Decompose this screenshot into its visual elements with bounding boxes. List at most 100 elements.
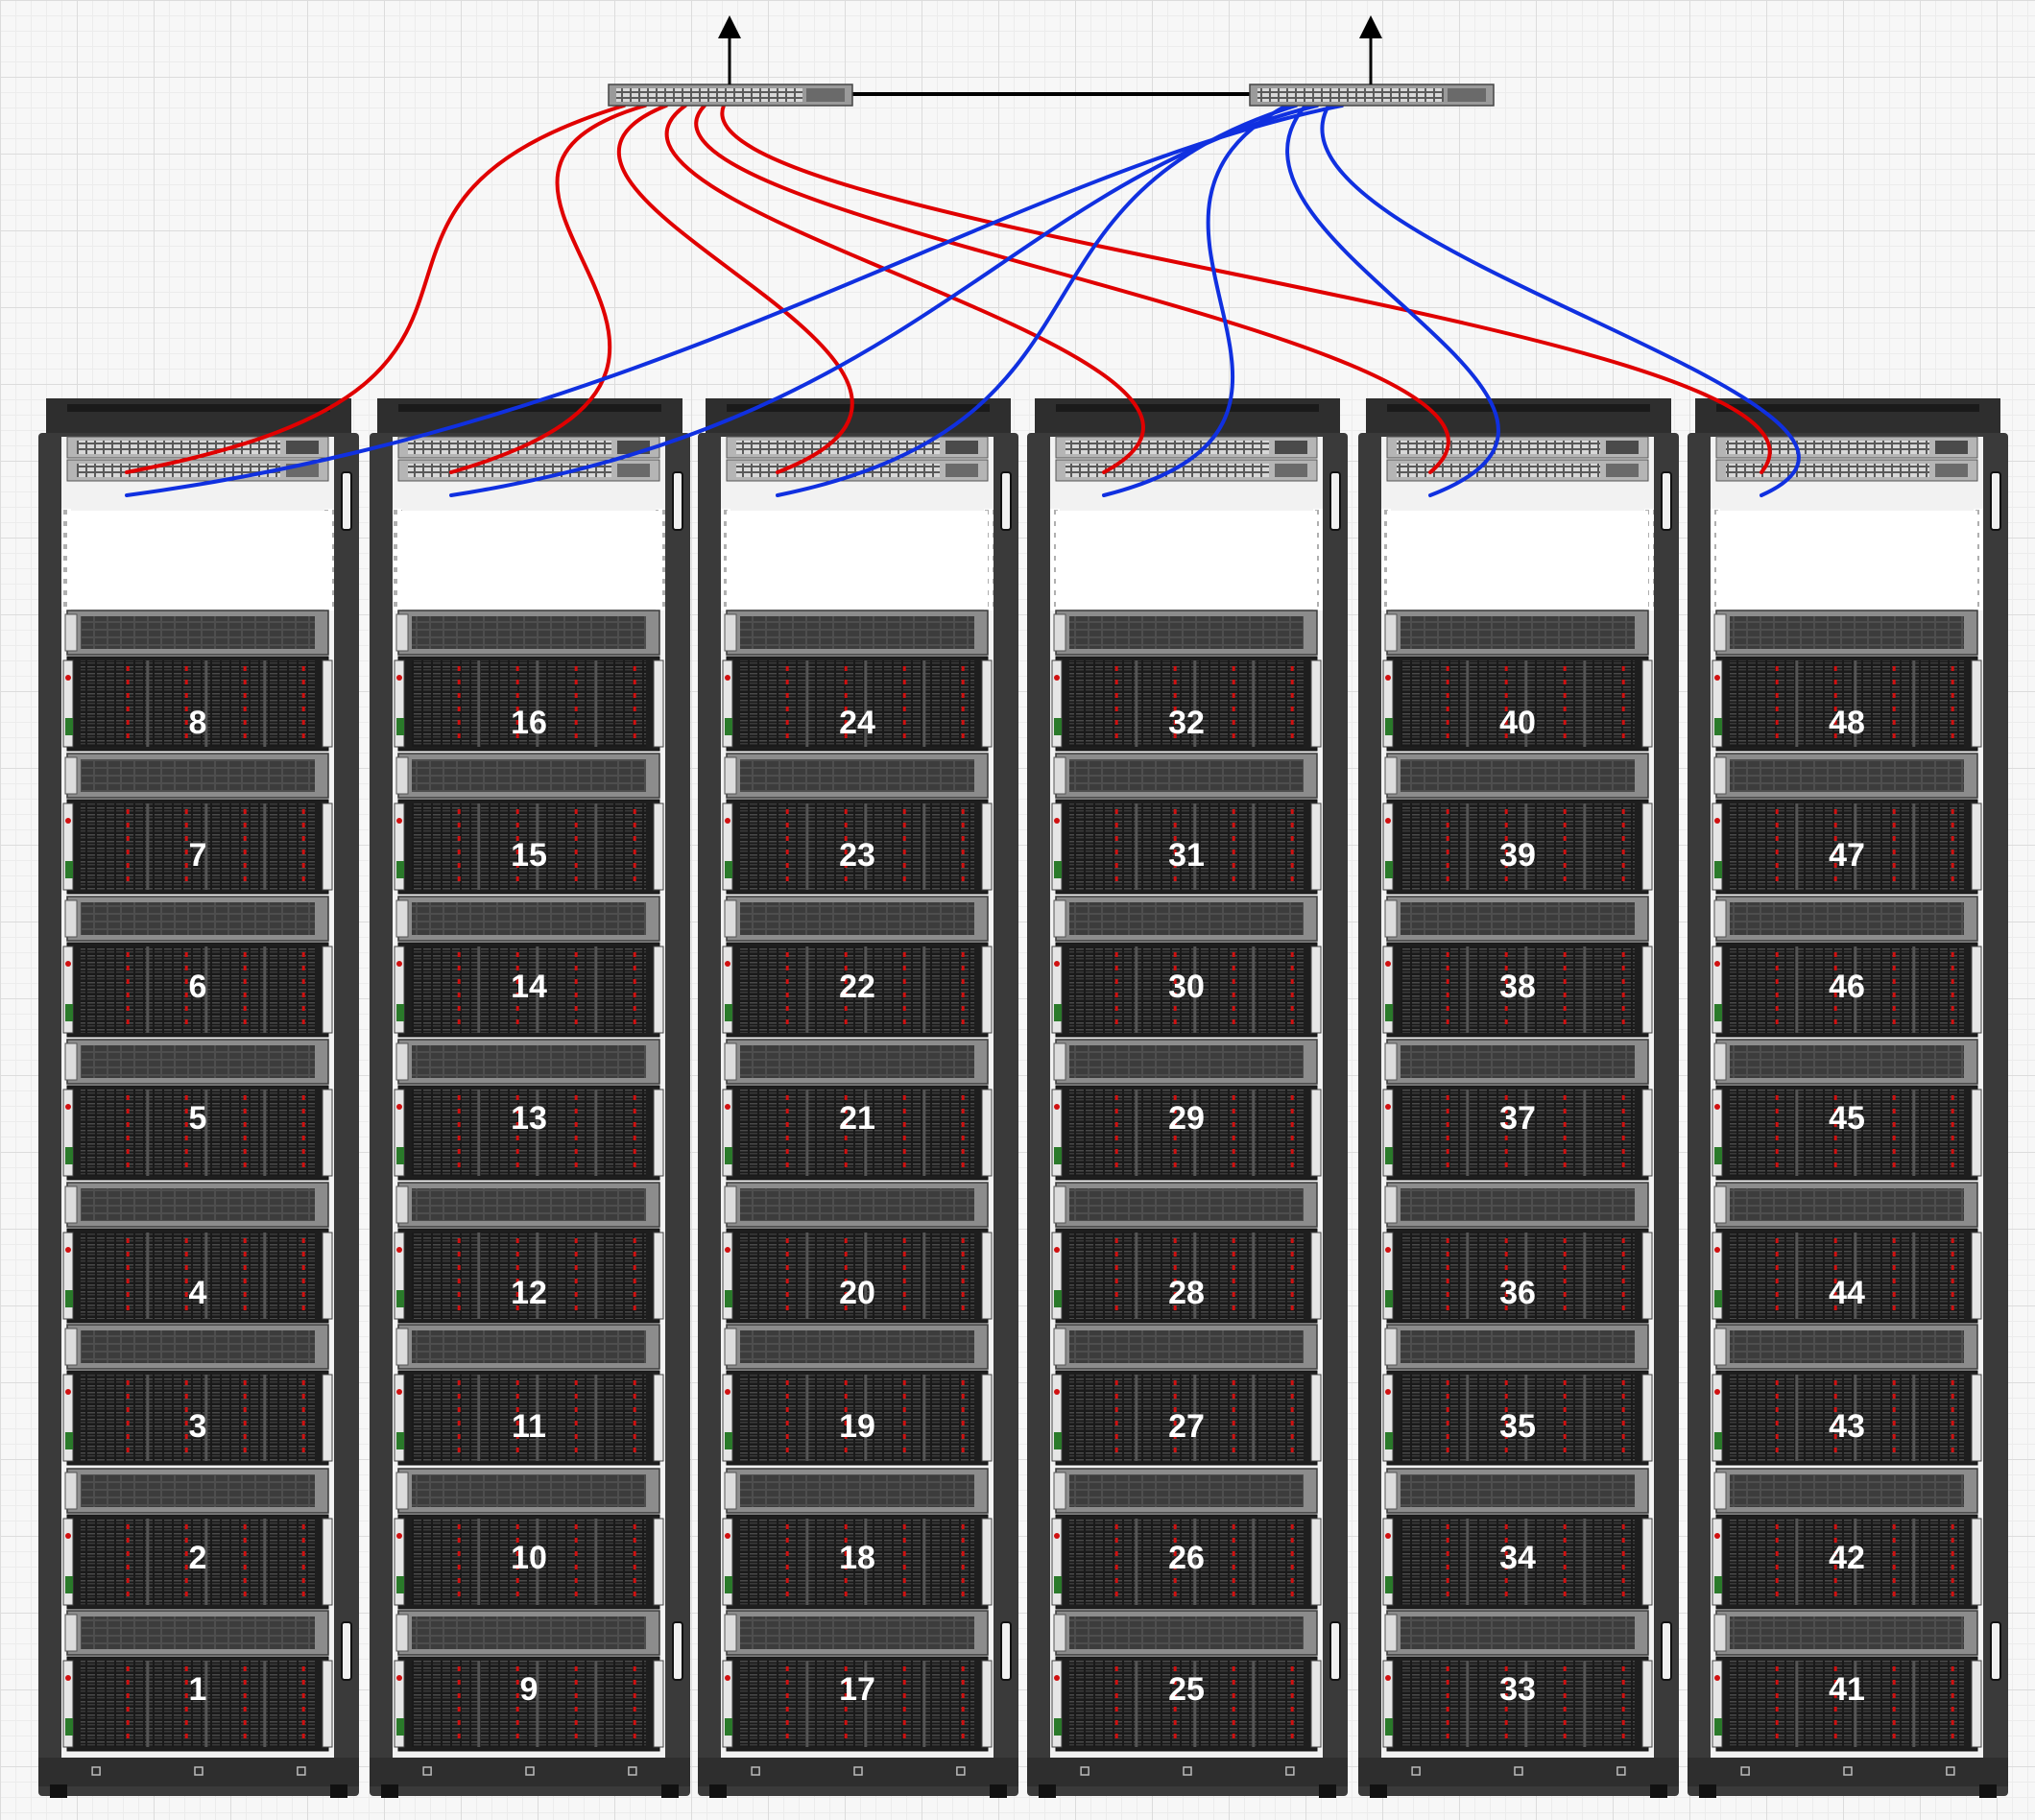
server-drive-led xyxy=(844,1720,848,1725)
server-vent-grille xyxy=(1730,759,1964,792)
rack-foot xyxy=(330,1784,347,1798)
server-drive-divider xyxy=(864,1090,868,1176)
server-drive-led xyxy=(633,666,636,671)
server-power-led xyxy=(1054,1533,1060,1539)
server-status-tag xyxy=(1054,1718,1062,1736)
server-status-tag xyxy=(1054,1576,1062,1593)
server-drive-led xyxy=(1446,1136,1449,1140)
server-drive-led xyxy=(1173,850,1177,854)
server-number-label: 18 xyxy=(839,1540,875,1576)
top-of-rack-switch xyxy=(1055,436,1318,459)
server-drive-led xyxy=(633,1279,636,1283)
server-drive-led xyxy=(243,1448,247,1452)
server-drive-led xyxy=(301,966,305,970)
server-drive-led xyxy=(1173,1095,1177,1100)
server-drive-led xyxy=(1232,1394,1235,1399)
server-drives xyxy=(740,1090,974,1176)
server-drive-led xyxy=(1563,966,1567,970)
server-drive-led xyxy=(574,1524,578,1529)
server-drive-led xyxy=(515,823,519,827)
server-drive-led xyxy=(1290,1707,1294,1712)
server-drive-led xyxy=(785,1394,789,1399)
server-drive-led xyxy=(1504,1265,1508,1270)
server-drive-led xyxy=(1173,1565,1177,1569)
server-drive-divider xyxy=(1193,803,1197,890)
tor-switch-uplinks xyxy=(1606,464,1639,477)
server-drive-led xyxy=(301,1292,305,1297)
server-drive-led xyxy=(1833,720,1837,725)
server-drives xyxy=(412,803,646,890)
server-drive-led xyxy=(1290,1434,1294,1439)
server-drive-divider xyxy=(1524,1661,1528,1747)
server-drive-led xyxy=(961,850,965,854)
server-drive-led xyxy=(1173,1238,1177,1243)
server-drive-led xyxy=(1951,693,1954,698)
server-drive-led xyxy=(1290,1109,1294,1114)
server-drive-led xyxy=(301,1109,305,1114)
server-power-led xyxy=(65,1533,71,1539)
rack-foot xyxy=(1319,1784,1336,1798)
server-drive-led xyxy=(844,979,848,984)
server-drive-led xyxy=(961,1252,965,1257)
server-drive-led xyxy=(126,1551,130,1556)
server-drive-led xyxy=(633,1162,636,1167)
rack-top-vent xyxy=(1056,404,1319,412)
server-status-tag xyxy=(396,1576,404,1593)
server-drive-led xyxy=(574,1265,578,1270)
rack-handle-lower xyxy=(1329,1621,1341,1681)
server-drive-led xyxy=(1621,952,1625,957)
server-drive-led xyxy=(1446,966,1449,970)
storage-server xyxy=(1382,1324,1653,1466)
core-switch-uplink-ports xyxy=(1448,88,1486,102)
server-status-tag xyxy=(1714,1718,1722,1736)
server-drive-divider xyxy=(1466,1519,1470,1605)
server-drive-led xyxy=(1114,1095,1118,1100)
server-drive-led xyxy=(961,979,965,984)
server-handle-left xyxy=(394,1518,405,1606)
server-drive-led xyxy=(126,1524,130,1529)
server-drive-led xyxy=(1563,1434,1567,1439)
server-drive-led xyxy=(1951,1279,1954,1283)
server-drive-led xyxy=(1173,952,1177,957)
server-drive-led xyxy=(961,720,965,725)
server-drive-led xyxy=(126,1162,130,1167)
rack-handle-lower xyxy=(1990,1621,2001,1681)
server-power-led xyxy=(1054,1104,1060,1110)
server-drive-led xyxy=(1621,720,1625,725)
server-drive-led xyxy=(1290,836,1294,841)
server-drive-led xyxy=(1621,1122,1625,1127)
server-drive-divider xyxy=(477,1090,481,1176)
server-drive-led xyxy=(1775,1578,1779,1583)
server-drive-led xyxy=(1951,1162,1954,1167)
server-drive-led xyxy=(1290,1006,1294,1011)
server-drive-led xyxy=(457,666,461,671)
server-drive-divider xyxy=(1912,803,1916,890)
server-drive-led xyxy=(844,1578,848,1583)
server-drive-led xyxy=(1504,966,1508,970)
server-number-label: 42 xyxy=(1829,1540,1865,1576)
server-drive-divider xyxy=(146,803,150,890)
server-drive-led xyxy=(1775,1252,1779,1257)
server-drive-led xyxy=(1892,1122,1896,1127)
server-drive-led xyxy=(902,809,906,814)
server-number-label: 22 xyxy=(839,969,875,1005)
server-drive-led xyxy=(1951,1448,1954,1452)
server-number-label: 16 xyxy=(511,705,547,741)
server-status-tag xyxy=(725,1432,732,1449)
server-drive-led xyxy=(301,693,305,698)
server-number-label: 33 xyxy=(1499,1671,1536,1708)
server-drive-led xyxy=(1173,1394,1177,1399)
top-of-rack-switch xyxy=(397,459,660,482)
server-vent-grille xyxy=(1401,1330,1635,1363)
server-drive-led xyxy=(844,966,848,970)
server-drive-led xyxy=(1951,1136,1954,1140)
tor-switch-uplinks xyxy=(1935,464,1968,477)
server-drive-led xyxy=(1114,823,1118,827)
cable-to-core-switch-a xyxy=(664,104,1145,474)
server-drives xyxy=(412,1233,646,1319)
storage-server xyxy=(394,896,664,1038)
server-drive-led xyxy=(961,1680,965,1685)
rack-foot xyxy=(1979,1784,1997,1798)
server-drive-led xyxy=(1775,1565,1779,1569)
server-status-tag xyxy=(725,718,732,735)
